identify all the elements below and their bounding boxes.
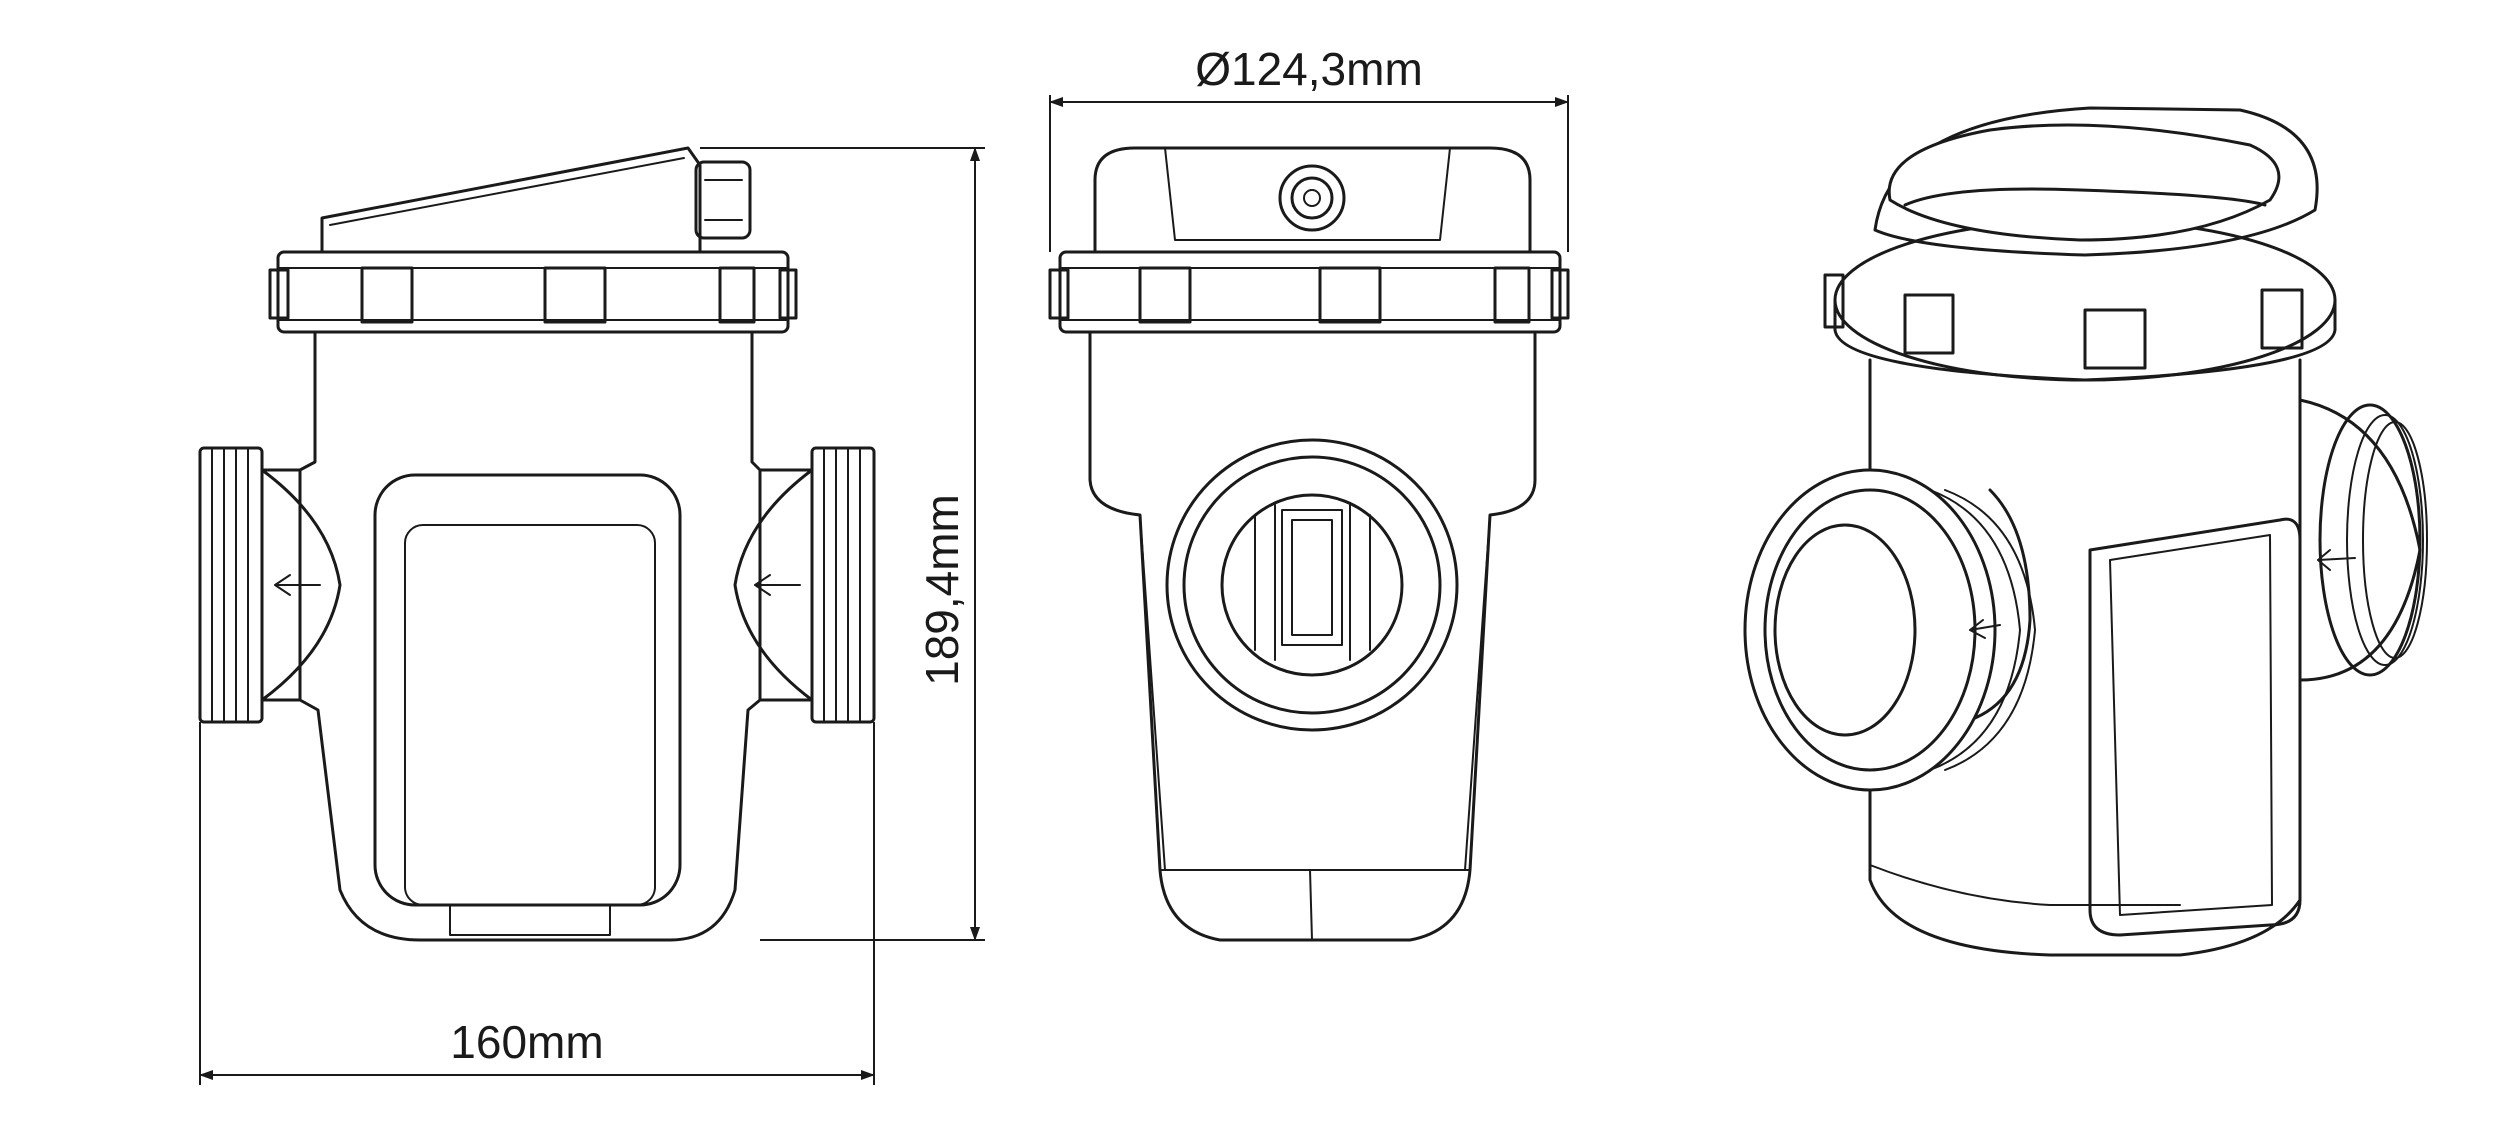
side-view [198, 146, 876, 942]
front-view [1048, 146, 1570, 942]
flow-arrow-icon [1969, 619, 2001, 639]
isometric-view [1743, 106, 2428, 957]
diameter-dimension: Ø124,3mm [1049, 43, 1569, 252]
flow-arrow-icon [2317, 549, 2356, 571]
height-dimension: 189,4mm [700, 147, 985, 941]
width-dimension: 160mm [199, 722, 875, 1085]
flow-arrow-icon [754, 574, 801, 596]
width-label: 160mm [450, 1016, 603, 1068]
diameter-label: Ø124,3mm [1195, 43, 1423, 95]
flow-arrow-icon [274, 574, 321, 596]
height-label: 189,4mm [916, 494, 968, 686]
